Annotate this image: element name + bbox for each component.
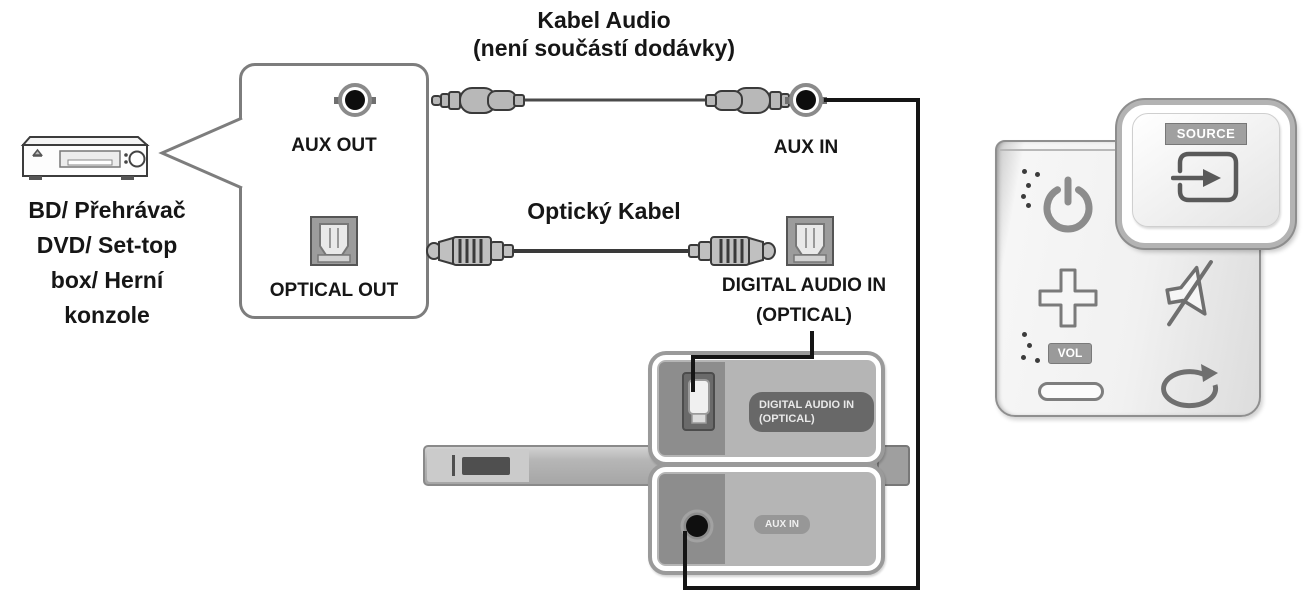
digital-audio-in-label-line2: (OPTICAL) (755, 305, 853, 326)
aux-out-jack-icon (334, 83, 376, 117)
remote-dot (1026, 183, 1031, 188)
remote-dot (1022, 169, 1027, 174)
source-device-label-line1: BD/ Přehrávač (28, 197, 186, 223)
soundbar-callout-aux-section: AUX IN (648, 463, 885, 575)
remote-dot (1035, 358, 1040, 363)
soundbar-optical-badge-line2: (OPTICAL) (759, 413, 815, 425)
aux-out-label: AUX OUT (291, 135, 377, 156)
source-badge: SOURCE (1165, 123, 1247, 145)
soundbar-aux-badge: AUX IN (754, 515, 810, 534)
remote-dot (1021, 194, 1026, 199)
digital-audio-in-label: DIGITAL AUDIO IN (OPTICAL) (698, 271, 910, 331)
remote-dot (1022, 332, 1027, 337)
source-device-label: BD/ Přehrávač DVD/ Set-top box/ Herní ko… (2, 193, 212, 333)
volume-up-icon[interactable] (1036, 266, 1100, 330)
digital-audio-in-label-line1: DIGITAL AUDIO IN (721, 275, 887, 296)
source-button-callout: SOURCE (1117, 100, 1295, 248)
soundbar-power-tick (452, 455, 455, 476)
source-device-label-line3: box/ Herní (50, 267, 164, 293)
panel-callout-tail (158, 116, 243, 190)
audio-cable-icon (431, 87, 799, 114)
power-icon[interactable] (1036, 172, 1100, 238)
optical-cable-title: Optický Kabel (527, 198, 681, 224)
bd-player-icon (20, 136, 150, 180)
soundbar-aux-jack-icon (680, 509, 714, 543)
audio-cable-title-line2: (není součástí dodávky) (472, 35, 735, 61)
remote-dot (1026, 203, 1031, 208)
mute-icon[interactable] (1158, 258, 1224, 328)
repeat-icon[interactable] (1158, 362, 1224, 412)
soundbar-optical-port-icon (682, 372, 715, 431)
remote-dot (1027, 343, 1032, 348)
source-device-label-line4: konzole (64, 302, 150, 328)
aux-in-label: AUX IN (773, 137, 839, 158)
soundbar-optical-badge: DIGITAL AUDIO IN (OPTICAL) (749, 392, 874, 432)
digital-audio-in-connector-icon (786, 216, 834, 266)
optical-out-connector-icon (310, 216, 358, 266)
audio-cable-title: Kabel Audio (není součástí dodávky) (404, 6, 804, 62)
soundbar-display (462, 457, 510, 475)
soundbar-optical-badge-line1: DIGITAL AUDIO IN (759, 399, 855, 411)
source-icon (1171, 151, 1239, 203)
source-device-label-line2: DVD/ Set-top (36, 232, 178, 258)
source-button[interactable]: SOURCE (1132, 113, 1280, 227)
vol-badge: VOL (1048, 343, 1092, 364)
optical-cable-icon (426, 236, 776, 266)
remote-dot (1035, 172, 1040, 177)
volume-down-icon[interactable] (1038, 382, 1104, 401)
remote-dot (1021, 355, 1026, 360)
optical-out-label: OPTICAL OUT (269, 280, 399, 301)
aux-in-jack-icon (785, 83, 827, 117)
source-outputs-panel: AUX OUT OPTICAL OUT (239, 63, 429, 319)
soundbar-callout-optical-section: DIGITAL AUDIO IN (OPTICAL) (648, 351, 885, 466)
audio-cable-title-line1: Kabel Audio (537, 7, 671, 33)
